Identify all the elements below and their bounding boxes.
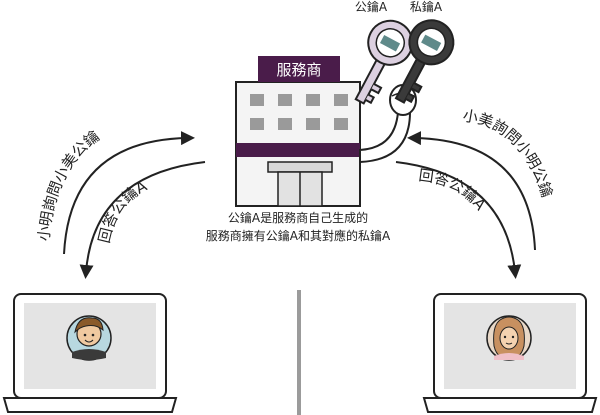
server-building: 服務商 [235,56,361,207]
left-reply-text: 回答公鑰A [95,177,151,245]
private-key-icon [394,19,455,104]
building-windows [250,94,348,130]
right-reply-arrow [395,161,522,279]
boy-avatar-icon [66,315,112,361]
building-band [236,143,360,157]
left-request-arrow [63,131,195,255]
right-request-text: 小美詢問小明公鑰 [462,106,557,199]
right-reply-text: 回答公鑰A [418,166,490,214]
public-key-label: 公鑰A [355,0,388,14]
building-sign [258,56,340,82]
right-request-arrow [407,131,536,251]
server-sign-label: 服務商 [276,61,321,79]
left-reply-arrow [79,161,206,279]
right-reply-text-wrap: 回答公鑰A [418,166,490,214]
server-caption-line1: 公鑰A是服務商自己生成的 [228,210,368,225]
left-reply-text-wrap: 回答公鑰A [95,177,151,245]
server-caption-line2: 服務商擁有公鑰A和其對應的私鑰A [206,228,391,243]
girl-avatar-icon [486,315,532,361]
public-key-icon [354,19,414,105]
building-awning [267,161,333,173]
private-key-label: 私鑰A [410,0,443,14]
right-request-text-wrap: 小美詢問小明公鑰 [462,106,557,199]
center-divider [297,290,301,415]
left-laptop [2,293,178,413]
right-laptop [422,293,598,413]
